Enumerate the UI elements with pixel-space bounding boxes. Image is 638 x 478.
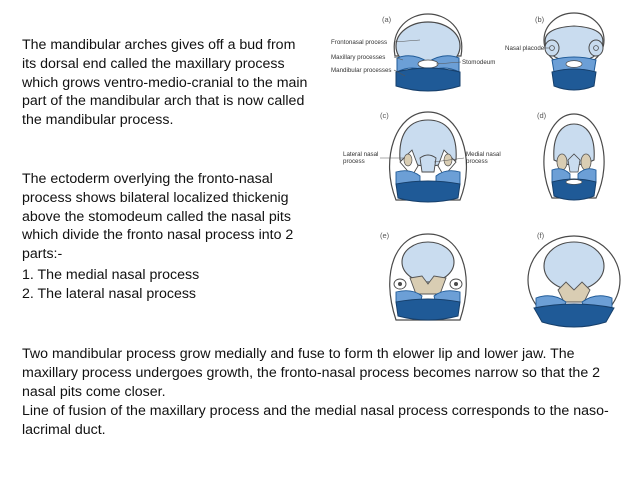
- label-mandibular-processes: Mandibular processes: [331, 67, 392, 74]
- bottom-text: Two mandibular process grow medially and…: [22, 345, 622, 440]
- panel-label-b: (b): [535, 15, 545, 24]
- panel-c-embryo-face: [389, 111, 467, 203]
- panel-f-embryo-face: [527, 235, 621, 328]
- label-stomodeum: Stomodeum: [462, 59, 495, 66]
- label-medial-nasal-1: Medial nasal: [466, 151, 501, 158]
- leader-lines-c: [380, 157, 465, 163]
- panel-label-d: (d): [537, 111, 547, 120]
- panel-a-embryo-face: [393, 13, 463, 92]
- label-frontonasal-process: Frontonasal process: [331, 39, 387, 46]
- panel-label-c: (c): [380, 111, 389, 120]
- label-lateral-nasal-2: process: [343, 158, 365, 165]
- label-maxillary-processes: Maxillary processes: [331, 54, 385, 61]
- paragraph-naso-lacrimal: Line of fusion of the maxillary process …: [22, 403, 609, 438]
- paragraph-mandibular-fusion: Two mandibular process grow medially and…: [22, 346, 601, 400]
- label-nasal-placode: Nasal placode: [505, 45, 545, 52]
- list-item: 1. The medial nasal process: [22, 267, 200, 283]
- panel-label-e: (e): [380, 231, 390, 240]
- panel-d-embryo-face: [543, 113, 605, 201]
- panel-e-embryo-face: [389, 233, 467, 321]
- nasal-process-list: 1. The medial nasal process 2. The later…: [22, 266, 199, 304]
- panel-label-a: (a): [382, 15, 392, 24]
- label-medial-nasal-2: process: [466, 158, 488, 165]
- leader-lines-a: [393, 39, 462, 77]
- label-lateral-nasal-1: Lateral nasal: [343, 151, 378, 158]
- paragraph-nasal-pits: The ectoderm overlying the fronto-nasal …: [22, 171, 294, 263]
- panel-b-embryo-face: [543, 12, 605, 91]
- panel-label-f: (f): [537, 231, 545, 240]
- list-item: 2. The lateral nasal process: [22, 286, 197, 302]
- paragraph-maxillary-process: The mandibular arches gives off a bud fr…: [22, 37, 308, 129]
